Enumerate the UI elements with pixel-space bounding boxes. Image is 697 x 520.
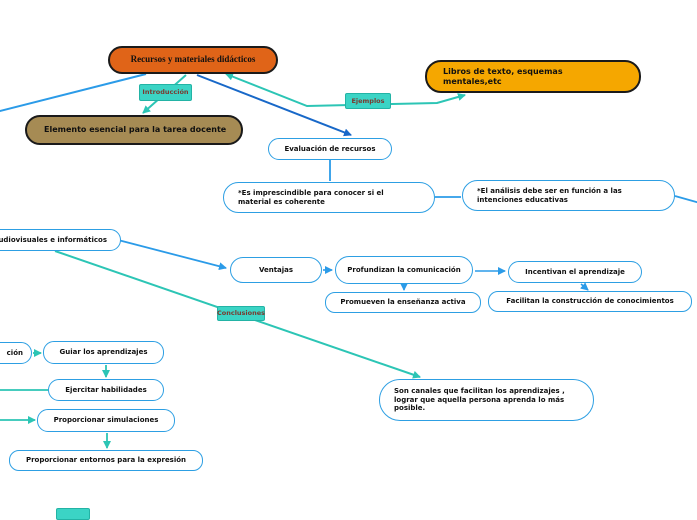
link-label-cutoff-bottom[interactable] (56, 508, 90, 520)
node-cion-cutoff[interactable]: ción (0, 342, 32, 364)
node-proporcionar-simulaciones[interactable]: Proporcionar simulaciones (37, 409, 175, 432)
node-el-analisis[interactable]: *El análisis debe ser en función a las i… (462, 180, 675, 211)
edge-recursos-evaluacion (196, 74, 352, 137)
node-elemento-esencial[interactable]: Elemento esencial para la tarea docente (25, 115, 243, 145)
link-label-conclusiones[interactable]: Conclusiones (217, 306, 265, 321)
link-label-introduccion[interactable]: Introducción (139, 84, 192, 101)
edge-recursos-left (0, 73, 147, 113)
node-evaluacion-recursos[interactable]: Evaluación de recursos (268, 138, 392, 160)
edge-incentivan-facilitan (580, 282, 589, 291)
node-profundizan-comunicacion[interactable]: Profundizan la comunicación (335, 256, 473, 284)
node-promueven-ensenanza[interactable]: Promueven la enseñanza activa (325, 292, 481, 313)
node-ventajas[interactable]: Ventajas (230, 257, 322, 283)
node-facilitan-construccion[interactable]: Facilitan la construcción de conocimient… (488, 291, 692, 312)
node-son-canales[interactable]: Son canales que facilitan los aprendizaj… (379, 379, 594, 421)
edge-audiovisuales-ventajas (117, 239, 227, 271)
node-proporcionar-entornos[interactable]: Proporcionar entornos para la expresión (9, 450, 203, 471)
node-incentivan-aprendizaje[interactable]: Incentivan el aprendizaje (508, 261, 642, 283)
edge-analisis-right (674, 195, 697, 204)
node-es-imprescindible[interactable]: *Es imprescindible para conocer si el ma… (223, 182, 435, 213)
node-libros-texto[interactable]: Libros de texto, esquemas mentales,etc (425, 60, 641, 93)
node-audiovisuales-informaticos[interactable]: udiovisuales e informáticos (0, 229, 121, 251)
node-guiar-aprendizajes[interactable]: Guiar los aprendizajes (43, 341, 164, 364)
link-label-ejemplos[interactable]: Ejemplos (345, 93, 391, 109)
node-ejercitar-habilidades[interactable]: Ejercitar habilidades (48, 379, 164, 401)
node-recursos-materiales[interactable]: Recursos y materiales didácticos (108, 46, 278, 74)
